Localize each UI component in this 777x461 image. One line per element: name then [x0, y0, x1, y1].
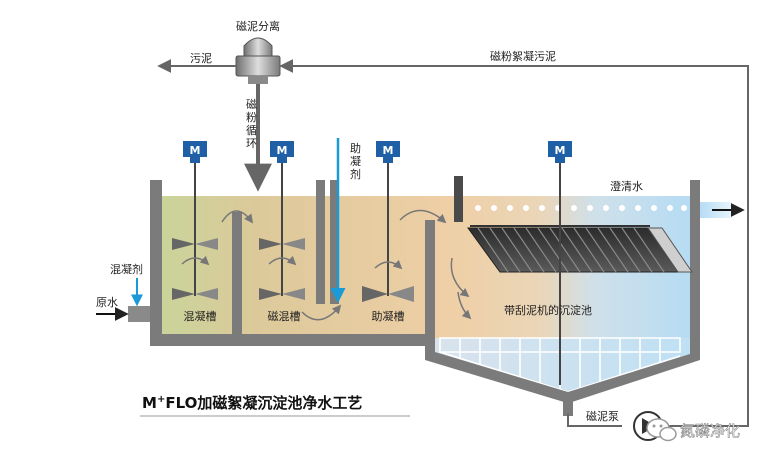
mixer-magnetic: M: [259, 141, 305, 300]
magnetic-separator: [235, 37, 281, 84]
svg-text:M: M: [190, 144, 201, 157]
motor-icon: [376, 141, 400, 157]
return-sludge-line: [279, 59, 749, 427]
motor-icon: [183, 141, 207, 157]
sludge-out-label: 污泥: [190, 52, 212, 65]
tank-walls: [150, 176, 700, 402]
magnetic-cycle-label-4: 环: [246, 137, 257, 150]
flocculant-label-3: 剂: [350, 167, 361, 181]
sludge-collection-grid: [439, 337, 681, 393]
flocculant-label-1: 助: [350, 141, 361, 155]
raw-water-label: 原水: [96, 296, 118, 309]
flow-swirls: [181, 209, 472, 321]
mixer-flocculation: M: [362, 141, 414, 302]
wechat-icon: [646, 418, 677, 442]
coagulant-label: 混凝剂: [110, 262, 143, 276]
return-sludge-label: 磁粉絮凝污泥: [490, 49, 556, 63]
mixer-coagulation: M: [172, 141, 218, 300]
sludge-pump-label: 磁泥泵: [586, 410, 619, 423]
flocculant-label-2: 凝: [350, 154, 361, 168]
magnetic-cycle-label-2: 粉: [246, 111, 257, 124]
settling-label: 带刮泥机的沉淀池: [504, 303, 592, 317]
inclined-plates: [467, 225, 693, 273]
svg-text:M: M: [383, 144, 394, 157]
magnetic-cycle-label-3: 循: [246, 124, 257, 137]
clear-water-label: 澄清水: [610, 179, 643, 193]
clear-water-surface: [475, 205, 687, 211]
mixer-scraper: M: [548, 141, 572, 385]
tank-coag-label: 混凝槽: [184, 309, 217, 323]
diagram-title: M+FLO加磁絮凝沉淀池净水工艺: [142, 394, 362, 412]
svg-text:M: M: [277, 144, 288, 157]
tank-floc-label: 助凝槽: [372, 309, 405, 323]
watermark: 氮磷净化: [646, 418, 740, 442]
sludge-pump-line: [567, 414, 622, 427]
svg-text:M: M: [555, 144, 566, 157]
separator-label: 磁泥分离: [236, 19, 280, 33]
magnetic-cycle-label-1: 磁: [246, 98, 257, 111]
tank-mag-label: 磁混槽: [268, 310, 301, 323]
motor-icon: [548, 141, 572, 157]
raw-water-inlet: [128, 306, 150, 322]
watermark-text: 氮磷净化: [680, 422, 740, 440]
motor-icon: [270, 141, 294, 157]
hopper-outlet: [563, 400, 573, 416]
